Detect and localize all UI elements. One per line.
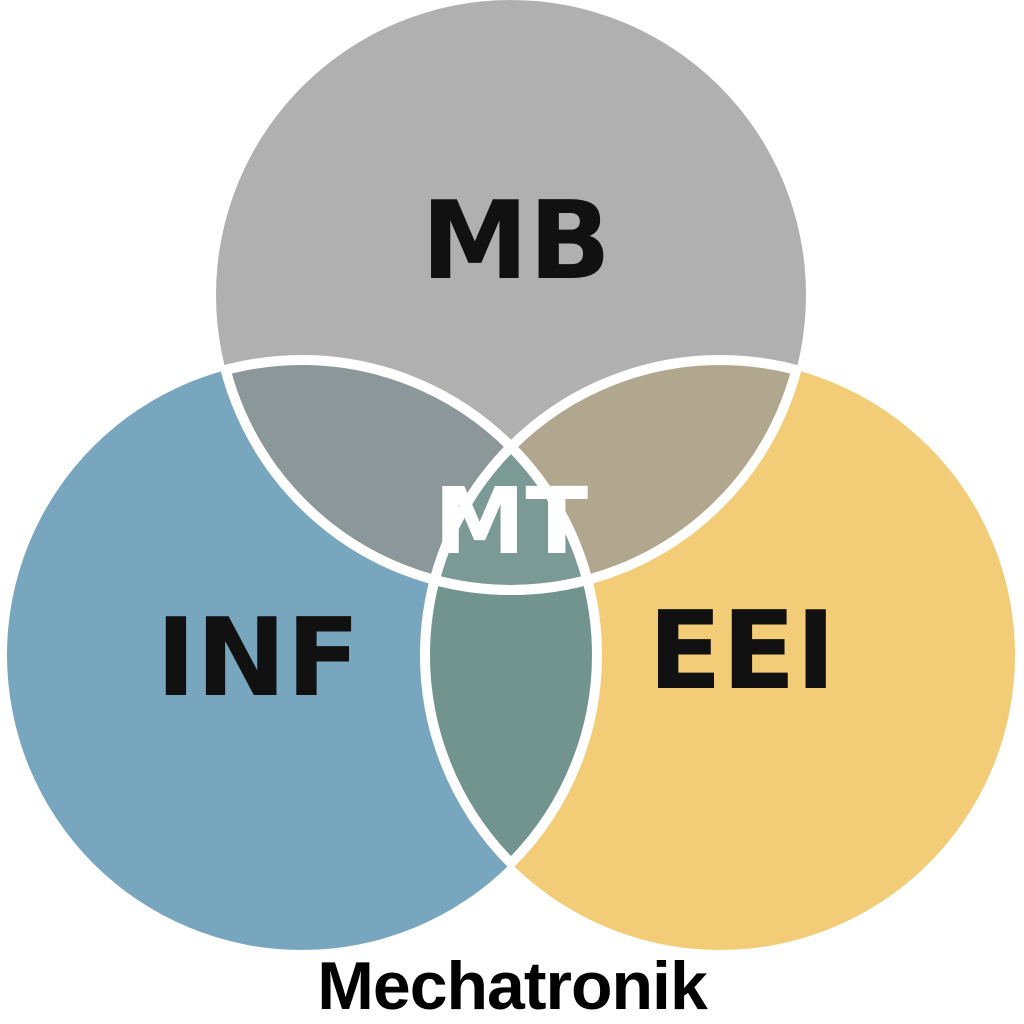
- outline-inf-in-eei: [425, 360, 602, 950]
- label-inf: INF: [156, 596, 360, 721]
- label-mt: MT: [434, 468, 589, 575]
- outline-eei-in-inf: [420, 360, 597, 950]
- outline-mb-in-eei: [425, 360, 811, 595]
- diagram-caption: Mechatronik: [317, 948, 708, 1024]
- outline-inf-in-mb: [216, 355, 602, 590]
- overlap-mb-eei: [425, 360, 806, 590]
- overlap-mb-inf: [216, 360, 597, 590]
- label-eei: EEI: [648, 589, 836, 714]
- label-mb: MB: [421, 179, 611, 304]
- outline-eei-in-mb: [420, 355, 806, 590]
